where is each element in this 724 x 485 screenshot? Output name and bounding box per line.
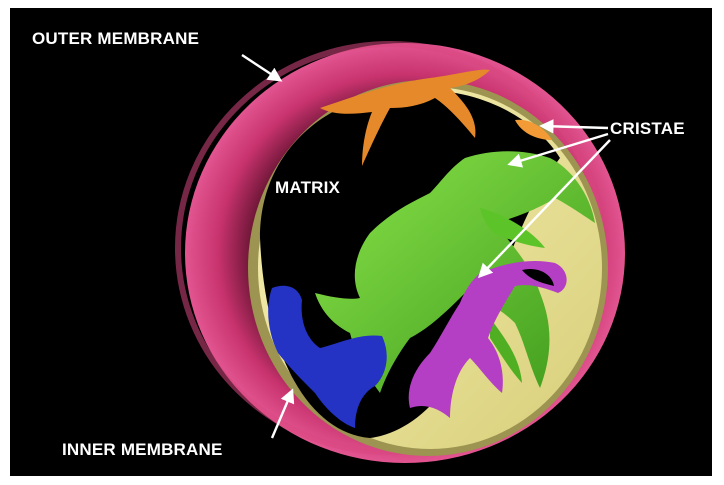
outer-membrane-arrow: [242, 55, 280, 80]
matrix-label: MATRIX: [275, 178, 340, 198]
mitochondrion-illustration: [10, 8, 712, 476]
inner-membrane-label: INNER MEMBRANE: [62, 440, 223, 460]
cristae-label: CRISTAE: [610, 119, 685, 139]
outer-membrane-label: OUTER MEMBRANE: [32, 29, 199, 49]
diagram-frame: OUTER MEMBRANE MATRIX CRISTAE INNER MEMB…: [10, 8, 712, 476]
